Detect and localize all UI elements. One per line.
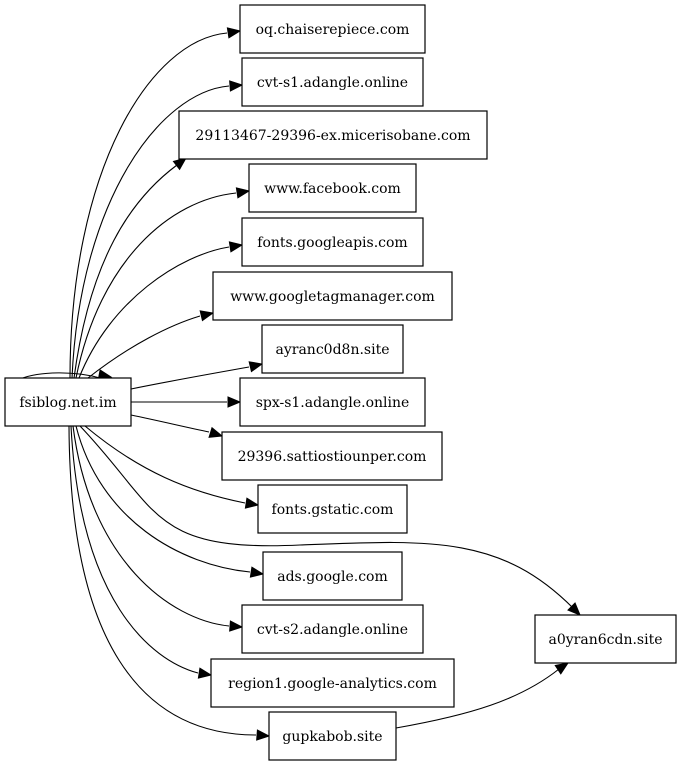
node-label: www.googletagmanager.com bbox=[230, 289, 435, 305]
node-box bbox=[257, 484, 408, 534]
node-box bbox=[239, 377, 426, 427]
node-label: www.facebook.com bbox=[264, 181, 401, 197]
edge-arrowhead bbox=[256, 729, 271, 741]
edge-line bbox=[78, 246, 230, 379]
node-label: ads.google.com bbox=[277, 569, 387, 585]
edge-line bbox=[72, 425, 230, 627]
node-label: gupkabob.site bbox=[282, 729, 382, 745]
node-box bbox=[241, 217, 424, 267]
node-n0: fsiblog.net.im bbox=[4, 377, 132, 427]
edge-n0-n8 bbox=[131, 396, 242, 408]
node-label: region1.google-analytics.com bbox=[228, 676, 437, 692]
edge-arrowhead bbox=[208, 426, 224, 438]
node-box bbox=[210, 658, 455, 708]
edge-arrowhead bbox=[228, 241, 244, 253]
edge-n0-n10 bbox=[84, 425, 260, 509]
edge-arrowhead bbox=[226, 27, 242, 39]
edge-n0-n3 bbox=[73, 157, 188, 379]
edge-arrowhead bbox=[249, 566, 265, 578]
node-n10: fonts.gstatic.com bbox=[257, 484, 408, 534]
node-n14: gupkabob.site bbox=[268, 711, 397, 761]
edge-n0-n14 bbox=[68, 425, 271, 741]
edge-arrowhead bbox=[554, 662, 570, 675]
node-box bbox=[239, 4, 426, 54]
edge-n0-n4 bbox=[75, 187, 251, 379]
edge-line bbox=[87, 315, 201, 379]
node-box bbox=[262, 551, 403, 601]
edge-arrowhead bbox=[172, 157, 188, 171]
edge-arrowhead bbox=[567, 602, 581, 616]
node-n11: ads.google.com bbox=[262, 551, 403, 601]
edge-n0-n5 bbox=[78, 241, 244, 379]
edge-line bbox=[84, 425, 246, 504]
edge-line bbox=[79, 425, 574, 609]
node-n12: cvt-s2.adangle.online bbox=[241, 604, 424, 654]
node-label: 29113467-29396-ex.micerisobane.com bbox=[195, 128, 470, 144]
edge-n0-n11 bbox=[75, 425, 265, 578]
node-box bbox=[248, 163, 417, 213]
edge-line bbox=[130, 414, 210, 433]
edge-n0-n7 bbox=[130, 361, 264, 390]
edge-arrowhead bbox=[229, 620, 244, 632]
edge-line bbox=[69, 32, 228, 379]
node-box bbox=[261, 324, 404, 374]
edge-line bbox=[68, 425, 257, 736]
edges-layer bbox=[19, 27, 581, 741]
node-box bbox=[534, 614, 677, 664]
node-n6: www.googletagmanager.com bbox=[212, 271, 453, 321]
node-label: 29396.sattiostiounper.com bbox=[238, 449, 427, 465]
node-n13: region1.google-analytics.com bbox=[210, 658, 455, 708]
node-n9: 29396.sattiostiounper.com bbox=[221, 431, 443, 481]
edge-n0-n9 bbox=[130, 414, 224, 438]
edge-n14-n15 bbox=[395, 662, 570, 729]
node-label: spx-s1.adangle.online bbox=[256, 395, 410, 411]
edge-n0-n12 bbox=[72, 425, 244, 632]
edge-line bbox=[73, 164, 178, 379]
node-box bbox=[241, 57, 424, 107]
node-n4: www.facebook.com bbox=[248, 163, 417, 213]
node-box bbox=[4, 377, 132, 427]
node-label: cvt-s2.adangle.online bbox=[257, 622, 408, 638]
edge-arrowhead bbox=[229, 80, 244, 92]
edge-arrowhead bbox=[199, 310, 215, 322]
node-label: fonts.googleapis.com bbox=[257, 235, 407, 251]
edge-n0-n1 bbox=[69, 27, 242, 379]
edge-arrowhead bbox=[235, 187, 251, 199]
node-label: ayranc0d8n.site bbox=[276, 342, 390, 358]
node-box bbox=[212, 271, 453, 321]
node-n3: 29113467-29396-ex.micerisobane.com bbox=[178, 110, 488, 160]
edge-line bbox=[130, 366, 250, 390]
edge-arrowhead bbox=[227, 396, 242, 408]
edge-n0-n6 bbox=[87, 310, 215, 379]
edge-n0-n13 bbox=[70, 425, 213, 679]
node-n1: oq.chaiserepiece.com bbox=[239, 4, 426, 54]
node-label: fonts.gstatic.com bbox=[272, 502, 394, 518]
edge-arrowhead bbox=[248, 361, 264, 373]
edge-arrowhead bbox=[197, 667, 213, 679]
edge-n0-n2 bbox=[71, 80, 244, 379]
node-label: oq.chaiserepiece.com bbox=[256, 22, 410, 38]
edge-line bbox=[75, 192, 237, 379]
edge-arrowhead bbox=[244, 497, 260, 509]
node-n8: spx-s1.adangle.online bbox=[239, 377, 426, 427]
node-box bbox=[178, 110, 488, 160]
node-n7: ayranc0d8n.site bbox=[261, 324, 404, 374]
node-label: cvt-s1.adangle.online bbox=[257, 75, 408, 91]
node-label: fsiblog.net.im bbox=[19, 395, 116, 411]
edge-line bbox=[70, 425, 199, 674]
nodes-layer: fsiblog.net.im oq.chaiserepiece.com cvt-s1… bbox=[4, 4, 677, 761]
node-label: a0yran6cdn.site bbox=[549, 632, 663, 648]
node-box bbox=[268, 711, 397, 761]
node-n2: cvt-s1.adangle.online bbox=[241, 57, 424, 107]
edge-line bbox=[75, 425, 251, 573]
edge-n0-n15 bbox=[79, 425, 581, 616]
node-box bbox=[221, 431, 443, 481]
node-n5: fonts.googleapis.com bbox=[241, 217, 424, 267]
edge-line bbox=[19, 372, 101, 380]
edge-line bbox=[71, 85, 230, 379]
node-box bbox=[241, 604, 424, 654]
edge-line bbox=[395, 668, 560, 729]
node-n15: a0yran6cdn.site bbox=[534, 614, 677, 664]
